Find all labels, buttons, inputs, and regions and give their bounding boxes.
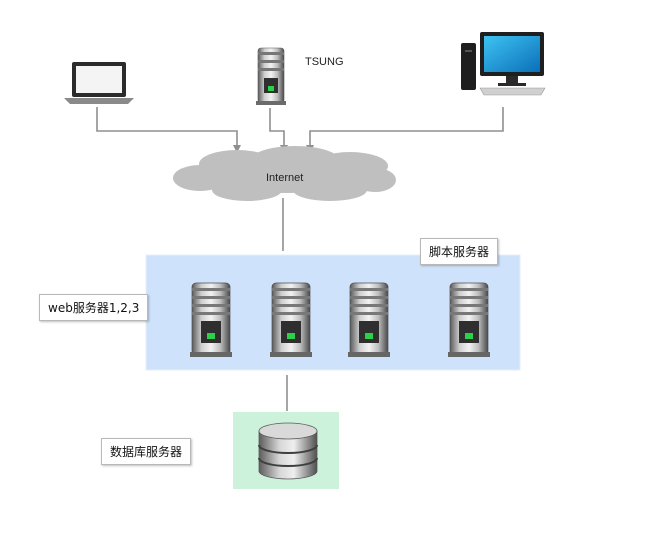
database-icon xyxy=(258,422,318,480)
tsung-label: TSUNG xyxy=(305,56,344,68)
tsung-server-icon xyxy=(256,47,286,105)
web-server-2-icon xyxy=(270,282,312,357)
web-servers-label: web服务器1,2,3 xyxy=(39,294,149,321)
laptop-to-internet-arrow xyxy=(96,107,241,153)
desktop-to-internet-arrow xyxy=(306,107,504,153)
web-server-3-icon xyxy=(348,282,390,357)
desktop-computer-icon xyxy=(461,32,546,96)
web-servers xyxy=(190,282,490,357)
connections xyxy=(96,107,504,411)
internet-cloud xyxy=(173,146,396,201)
internet-label: Internet xyxy=(266,172,304,184)
tsung-to-internet-arrow xyxy=(269,108,288,153)
laptop-icon xyxy=(64,62,134,104)
web-server-1-icon xyxy=(190,282,232,357)
db-server-label: 数据库服务器 xyxy=(101,438,192,465)
script-server-icon xyxy=(448,282,490,357)
script-server-label: 脚本服务器 xyxy=(420,238,499,265)
